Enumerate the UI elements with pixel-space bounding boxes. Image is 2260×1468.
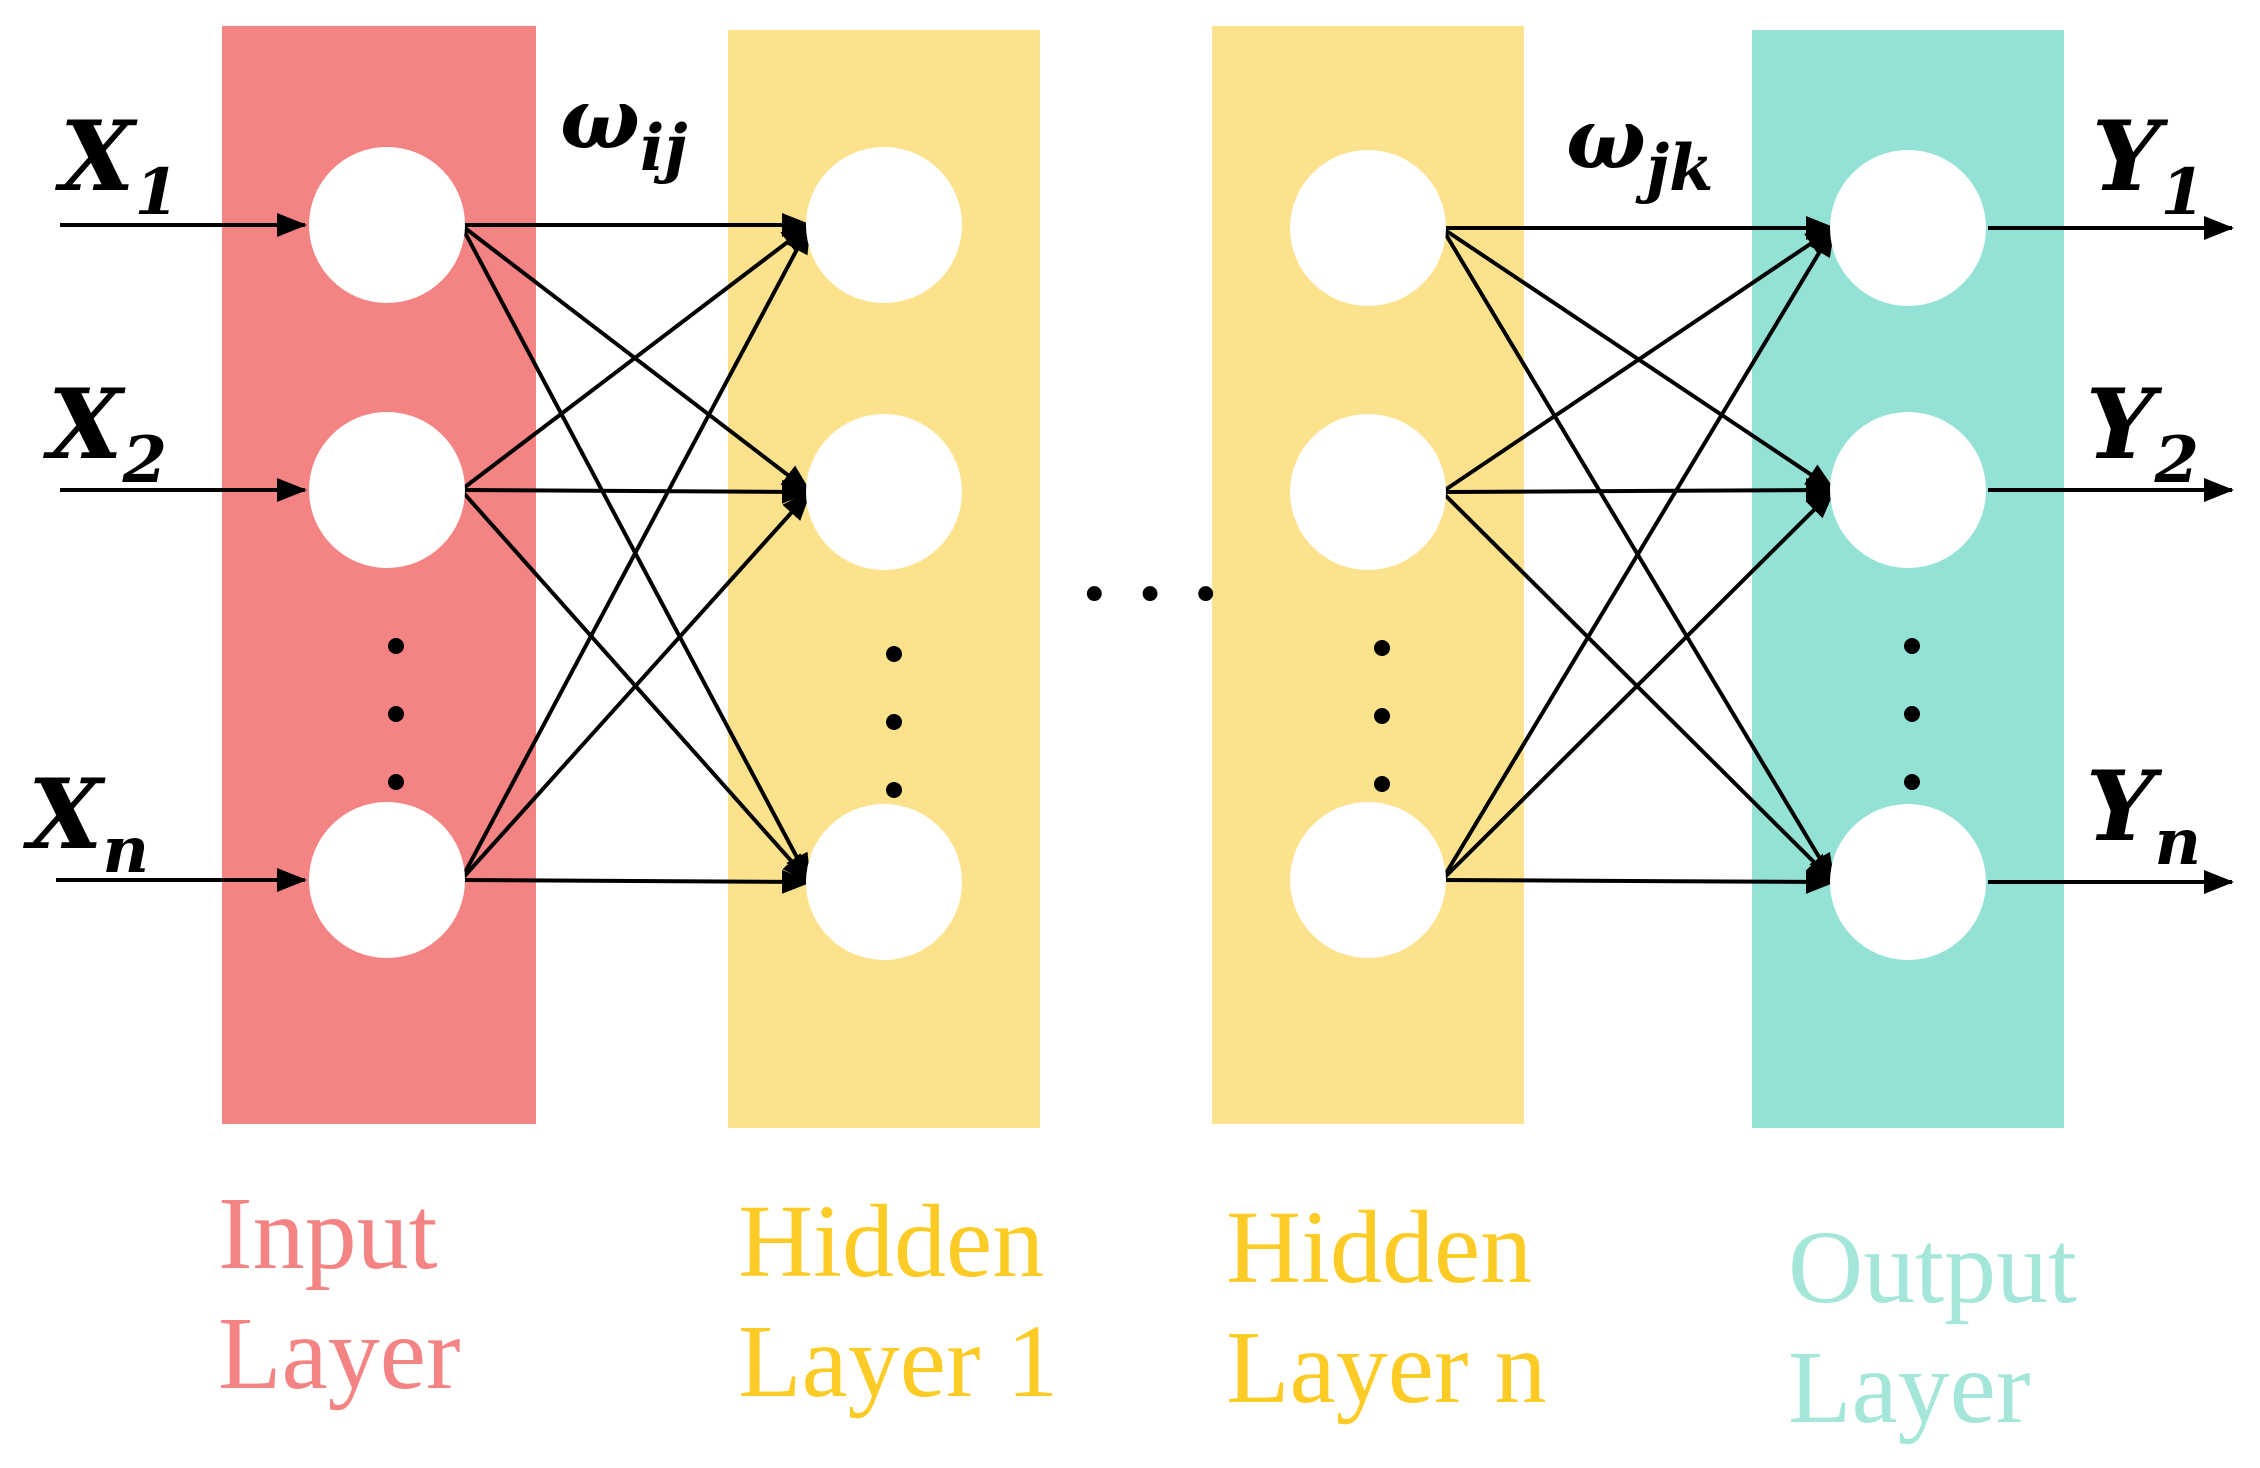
jk-connection-2-1 xyxy=(1440,226,1836,494)
input-label-xn: Xn xyxy=(22,758,149,888)
input-ellipsis-dot-1 xyxy=(388,638,404,654)
ij-connection-2-2 xyxy=(460,479,812,504)
vertical-ellipsis-dots xyxy=(388,638,1920,798)
hidden1-ellipsis-dot-1 xyxy=(886,646,902,662)
output-ellipsis-dot-3 xyxy=(1904,774,1920,790)
between-layers-ellipsis: . . . xyxy=(1080,525,1219,619)
output-node-3 xyxy=(1830,804,1986,960)
caption-output-layer: Output Layer xyxy=(1788,1210,2103,1445)
ij-connection-3-3 xyxy=(460,869,812,894)
output-node-1 xyxy=(1830,150,1986,306)
caption-hidden-layer-1: Hidden Layer 1 xyxy=(738,1184,1070,1419)
ij-connection-3-2 xyxy=(459,490,812,882)
hiddenN-node-3 xyxy=(1290,802,1446,958)
hidden1-node-2 xyxy=(806,414,962,570)
input-label-x2: X2 xyxy=(42,368,167,498)
input-node-2 xyxy=(309,412,465,568)
jk-connection-3-1 xyxy=(1440,226,1836,882)
input-label-x1: X1 xyxy=(54,100,179,230)
jk-connection-3-3 xyxy=(1441,869,1836,894)
input-ellipsis-dot-2 xyxy=(388,706,404,722)
hidden1-ellipsis-dot-3 xyxy=(886,782,902,798)
ij-connection-2-1 xyxy=(459,223,812,492)
hiddenN-ellipsis-dot-3 xyxy=(1374,776,1390,792)
neurons xyxy=(309,147,1986,960)
weight-connections xyxy=(459,213,1836,894)
ij-connection-3-1 xyxy=(459,223,812,881)
hidden1-ellipsis-dot-2 xyxy=(886,714,902,730)
hiddenN-ellipsis-dot-2 xyxy=(1374,708,1390,724)
weight-label-jk: ωjk xyxy=(1566,89,1713,206)
caption-hidden-layer-n: Hidden Layer n xyxy=(1226,1190,1558,1425)
hiddenN-node-1 xyxy=(1290,150,1446,306)
output-label-y1: Y1 xyxy=(2092,100,2205,230)
output-node-2 xyxy=(1830,412,1986,568)
caption-input-layer: Input Layer xyxy=(218,1176,464,1411)
output-ellipsis-dot-1 xyxy=(1904,638,1920,654)
input-node-1 xyxy=(309,147,465,303)
io-arrows xyxy=(56,213,2234,894)
jk-connection-2-2 xyxy=(1441,478,1836,503)
input-node-3 xyxy=(309,802,465,958)
weight-label-ij: ωij xyxy=(560,69,687,186)
output-ellipsis-dot-2 xyxy=(1904,706,1920,722)
input-ellipsis-dot-3 xyxy=(388,774,404,790)
output-label-y2: Y2 xyxy=(2086,368,2199,498)
hiddenN-node-2 xyxy=(1290,414,1446,570)
jk-connection-3-2 xyxy=(1440,488,1836,882)
hidden1-node-3 xyxy=(806,804,962,960)
hidden1-node-1 xyxy=(806,147,962,303)
hiddenN-ellipsis-dot-1 xyxy=(1374,640,1390,656)
output-label-yn: Yn xyxy=(2086,750,2201,880)
